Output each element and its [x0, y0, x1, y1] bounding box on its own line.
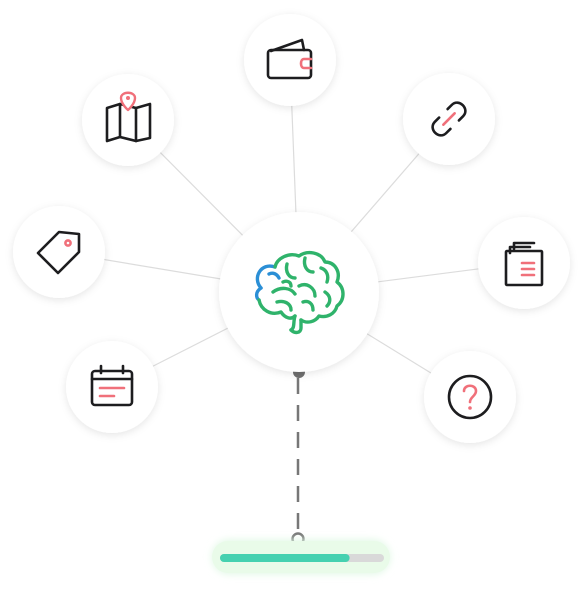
hub-node[interactable]: [219, 212, 379, 372]
node-help[interactable]: [424, 351, 516, 443]
node-copy[interactable]: [478, 217, 570, 309]
progress-fill: [220, 554, 350, 562]
calendar-icon: [90, 364, 134, 407]
wallet-icon: [266, 38, 313, 80]
connector: [291, 366, 305, 546]
node-link[interactable]: [403, 73, 495, 165]
question-mark-icon: [447, 374, 493, 420]
price-tag-icon: [36, 230, 81, 275]
progress-bar: [212, 540, 390, 574]
node-wallet[interactable]: [244, 14, 336, 106]
link-icon: [431, 101, 467, 137]
brain-icon: [254, 250, 345, 335]
node-map[interactable]: [82, 74, 174, 166]
node-calendar[interactable]: [66, 341, 158, 433]
map-pin-icon: [105, 91, 152, 143]
node-tag[interactable]: [13, 206, 105, 298]
copy-documents-icon: [504, 241, 544, 287]
